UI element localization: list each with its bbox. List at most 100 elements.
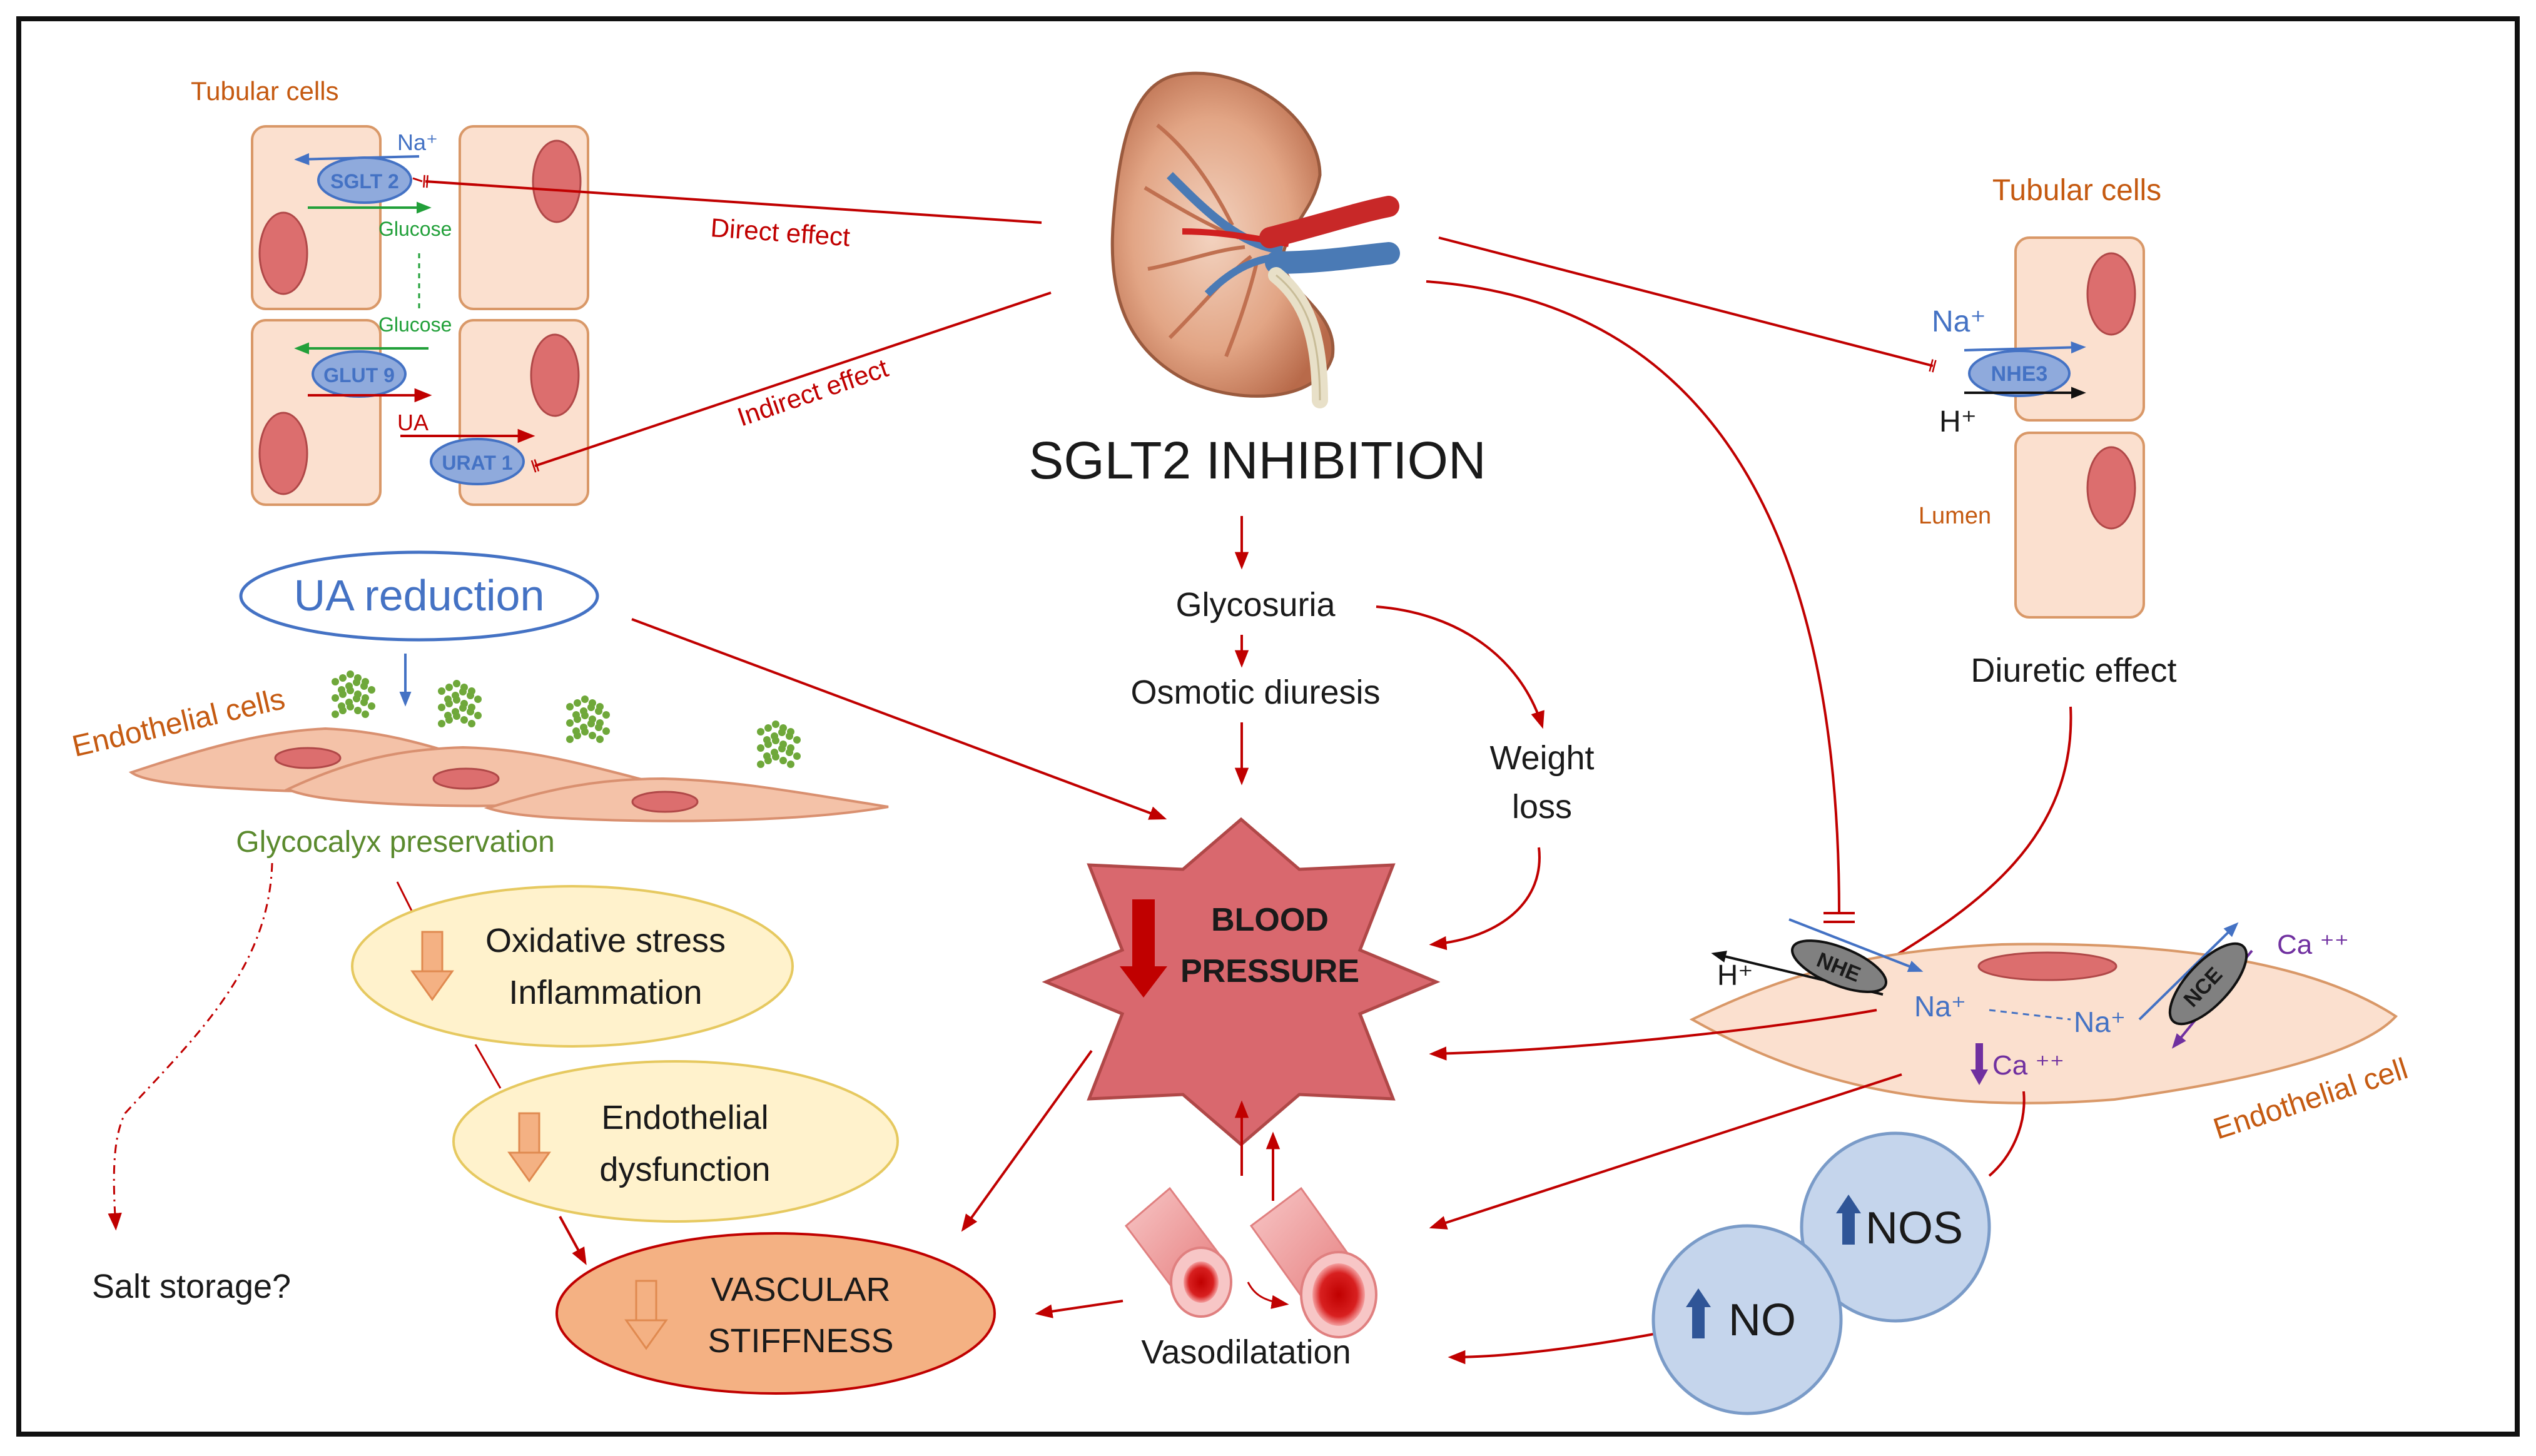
- glycocalyx-bead: [474, 712, 482, 719]
- arrow-weight-to-bp: [1429, 847, 1541, 951]
- direct-effect-line: [423, 174, 1042, 224]
- glycocalyx-bead: [602, 711, 610, 719]
- glycocalyx-bead: [757, 728, 764, 736]
- glycocalyx-bead: [460, 700, 468, 707]
- glycocalyx-bead: [793, 736, 801, 744]
- arrow-to-vascular: [559, 1216, 587, 1265]
- glycocalyx-bead: [438, 704, 445, 711]
- oxidative-stress-oval: [351, 885, 794, 1048]
- arrow-bp-to-vascular: [961, 1049, 1093, 1232]
- glycocalyx-bead: [468, 720, 475, 727]
- glycocalyx-bead: [581, 728, 589, 736]
- arrow-endo-to-bp: [1429, 1009, 1877, 1061]
- vascular-stiffness-label-1: VASCULAR: [711, 1271, 890, 1308]
- na-arrow: [1964, 341, 2086, 354]
- blood-pressure-star: BLOOD PRESSURE: [1042, 817, 1441, 1147]
- glycocalyx-bead: [772, 720, 779, 728]
- glycocalyx-bead: [764, 741, 772, 748]
- glycocalyx-bead: [793, 752, 801, 760]
- glycocalyx-bead: [339, 707, 347, 714]
- glycocalyx-bead: [354, 690, 362, 698]
- weight-loss-label-2: loss: [1512, 788, 1572, 826]
- down-arrow-icon: [635, 1280, 657, 1323]
- glycocalyx-bead: [779, 724, 787, 732]
- na-arrow: [1788, 918, 1924, 972]
- vascular-stiffness-oval: [555, 1232, 996, 1395]
- bp-label-2: PRESSURE: [1180, 953, 1359, 989]
- glut9-label: GLUT 9: [323, 364, 395, 387]
- outer-frame: [16, 16, 2520, 1437]
- arrow-vaso-to-vascular: [1035, 1300, 1123, 1318]
- left-tubular-cells: Tubular cells Na⁺ SGLT 2 Glucose Glucose…: [191, 76, 589, 506]
- na-label-right: Na⁺: [1932, 305, 1986, 338]
- sglt2-label: SGLT 2: [330, 170, 399, 193]
- vaso-small-arrow: [1247, 1282, 1289, 1309]
- direct-effect-label: Direct effect: [709, 213, 851, 251]
- glycocalyx-bead: [438, 687, 445, 695]
- glycocalyx-bead: [581, 695, 589, 703]
- glycocalyx-bead: [757, 761, 764, 768]
- glucose-label-top: Glucose: [378, 218, 452, 240]
- glycocalyx-bead: [468, 687, 475, 695]
- right-endothelial-cell: H⁺ NHE Na⁺ Na⁺ NCE Ca ⁺⁺ Ca ⁺⁺: [1689, 918, 2398, 1105]
- nucleus: [2086, 252, 2136, 336]
- glycocalyx-bead: [566, 736, 574, 743]
- down-arrow-icon: [507, 1151, 551, 1183]
- glycocalyx-bead: [589, 699, 596, 707]
- glycocalyx-bead: [332, 678, 339, 685]
- nos-up-arrow-icon: [1842, 1210, 1855, 1245]
- nucleus: [258, 412, 308, 495]
- arrow-ca-to-nos: [1988, 1091, 2026, 1177]
- weight-loss-label-1: Weight: [1489, 739, 1594, 777]
- nos-up-arrow-icon: [1836, 1195, 1861, 1213]
- bp-label-1: BLOOD: [1211, 902, 1329, 938]
- tubular-cells-right-label: Tubular cells: [1992, 174, 2161, 207]
- left-endothelial-cells: [128, 727, 889, 822]
- nos-label: NOS: [1865, 1203, 1963, 1253]
- glycocalyx-bead: [589, 715, 596, 723]
- glycocalyx-bead: [602, 727, 610, 735]
- kidney-icon: [1110, 71, 1400, 408]
- arrow-kidney-to-nhe3: [1438, 236, 1937, 373]
- h-label-right: H⁺: [1939, 405, 1977, 438]
- tubular-cells-left-label: Tubular cells: [191, 76, 339, 106]
- nucleus: [2086, 446, 2136, 530]
- bp-down-arrow-icon: [1132, 899, 1155, 968]
- glycocalyx-bead: [438, 720, 445, 727]
- glycocalyx-bead: [368, 702, 375, 710]
- ca-label-out: Ca ⁺⁺: [2277, 929, 2349, 960]
- glycocalyx-bead: [347, 687, 354, 694]
- na-dashed-link: [1989, 1009, 2071, 1021]
- glycocalyx-bead: [460, 684, 468, 691]
- osmotic-diuresis-label: Osmotic diuresis: [1130, 674, 1380, 711]
- nucleus: [532, 139, 582, 223]
- down-arrow-icon: [518, 1112, 540, 1155]
- no-up-arrow-icon: [1686, 1288, 1711, 1307]
- ca-down-arrow-icon: [1970, 1069, 1988, 1085]
- glycocalyx-bead: [787, 761, 794, 768]
- glycocalyx-bead: [445, 684, 453, 691]
- endothelial-dysfunction-label-2: dysfunction: [599, 1151, 770, 1188]
- glycocalyx-bead: [332, 710, 339, 718]
- vascular-stiffness-label-2: STIFFNESS: [708, 1322, 893, 1360]
- glycocalyx-bead: [596, 736, 604, 743]
- glycocalyx-bead: [354, 674, 362, 682]
- ua-reduction-oval: [239, 550, 599, 642]
- oxidative-stress-label-1: Oxidative stress: [485, 922, 726, 959]
- glycocalyx-bead: [581, 712, 589, 719]
- h-label-endo: H⁺: [1717, 959, 1753, 991]
- arrow-ua-to-bp: [631, 618, 1167, 820]
- glucose-label-bottom: Glucose: [378, 313, 452, 336]
- glycocalyx-bead: [453, 712, 460, 720]
- glycocalyx-bead: [362, 678, 369, 685]
- glycocalyx-bead: [332, 694, 339, 702]
- glycocalyx-bead: [347, 670, 354, 678]
- na-label-left: Na⁺: [397, 129, 438, 155]
- nhe3-transporter-icon: [1968, 350, 2071, 397]
- connector: [474, 1044, 502, 1089]
- glycocalyx-icon: [332, 670, 801, 768]
- nos-circle: NOS: [1800, 1131, 1991, 1323]
- nucleus: [258, 211, 308, 295]
- glycocalyx-bead: [474, 695, 482, 703]
